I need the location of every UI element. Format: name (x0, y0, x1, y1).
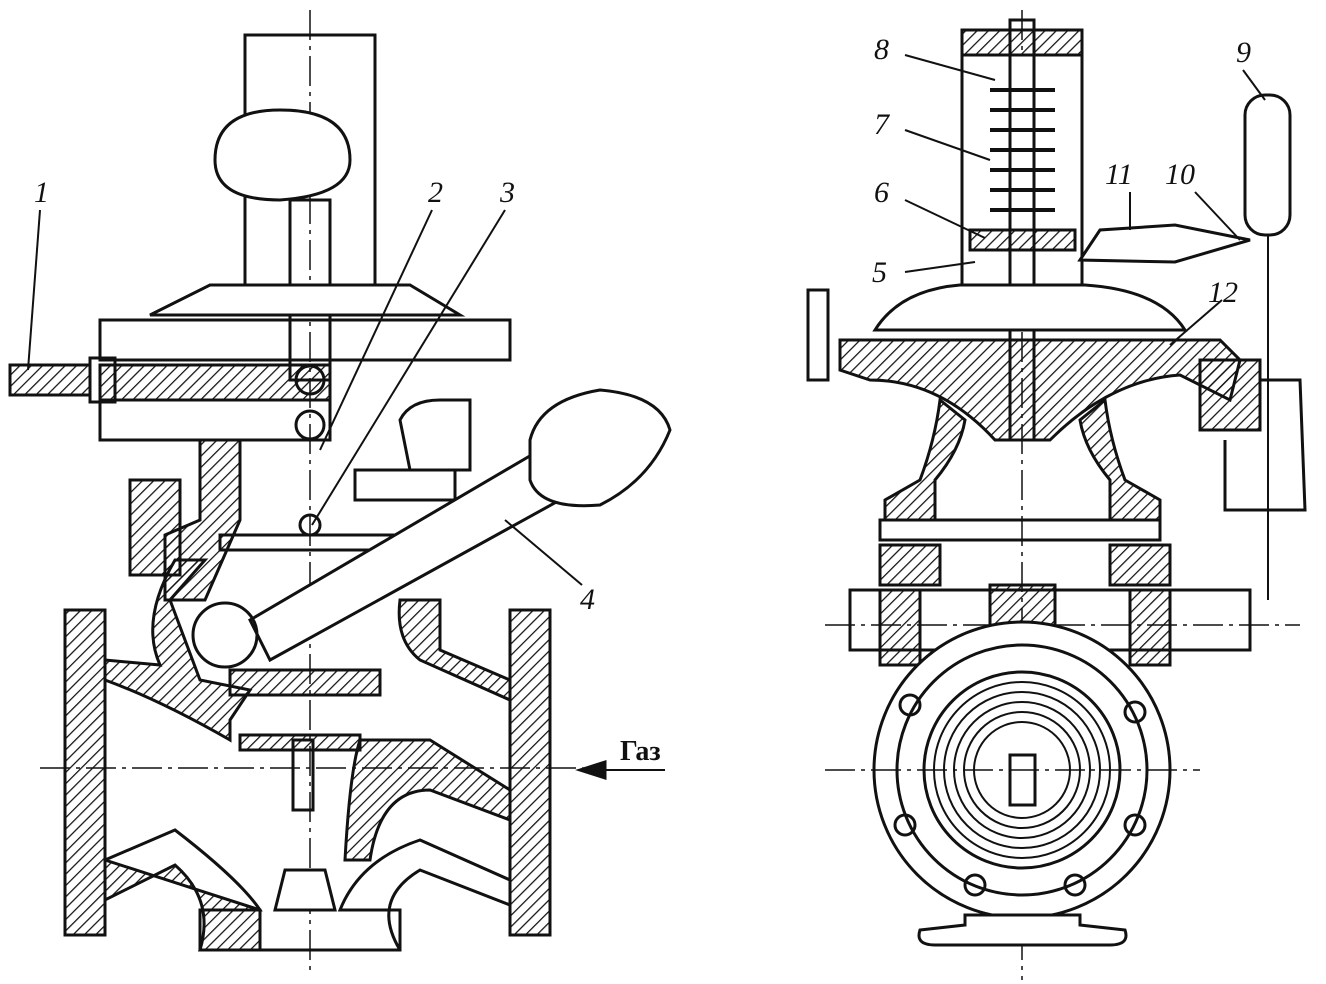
callout-3: 3 (500, 176, 515, 209)
callout-2: 2 (428, 176, 443, 209)
callout-8: 8 (874, 33, 889, 66)
callout-10: 10 (1165, 158, 1195, 191)
left-view-valve (8, 10, 672, 975)
callout-1: 1 (34, 176, 49, 209)
callout-9: 9 (1236, 36, 1251, 69)
callout-6: 6 (874, 176, 889, 209)
callout-12: 12 (1208, 276, 1238, 309)
callout-4: 4 (580, 583, 595, 616)
callout-7: 7 (874, 108, 889, 141)
right-view-valve (806, 10, 1307, 980)
gas-flow-label: Газ (620, 736, 661, 767)
callout-5: 5 (872, 256, 887, 289)
callout-11: 11 (1105, 158, 1133, 191)
callout-leader-lines (27, 54, 1266, 586)
